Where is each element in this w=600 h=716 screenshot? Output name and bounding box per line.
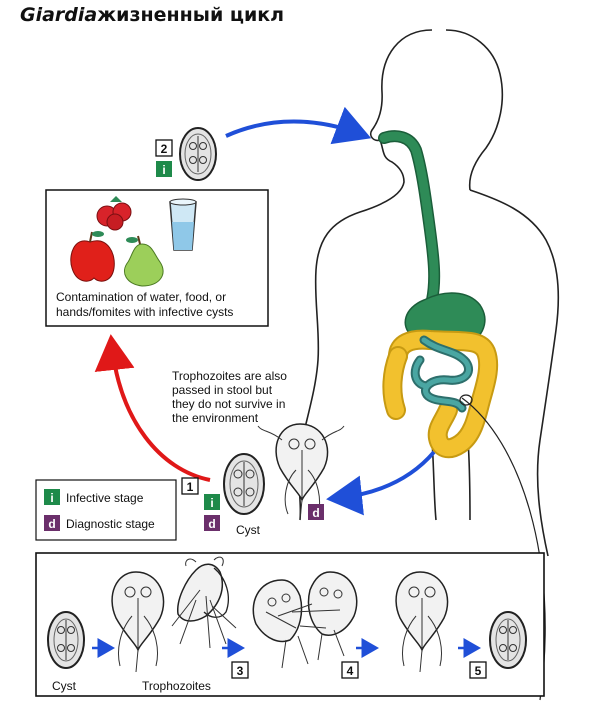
bottom-trophozoite-2 (395, 571, 449, 673)
contamination-text-line-2: hands/fomites with infective cysts (56, 305, 233, 319)
large-intestine (382, 329, 499, 459)
svg-text:d: d (208, 517, 215, 531)
contamination-arrow (94, 334, 211, 482)
step-2-badge: 2 (155, 139, 173, 157)
ingestion-arrow (225, 106, 372, 145)
diagnostic-badge-stool: d (204, 515, 220, 531)
cyst-stool (223, 453, 265, 515)
svg-text:2: 2 (161, 142, 168, 156)
water-glass-icon (169, 198, 197, 251)
step-3-badge: 3 (231, 661, 249, 679)
bottom-cyst-left (47, 611, 85, 669)
svg-text:4: 4 (347, 664, 354, 678)
cyst-ingested (179, 127, 217, 181)
trophozoite-note-line-4: the environment (172, 411, 259, 425)
trophozoite-stool (257, 423, 345, 521)
svg-text:i: i (210, 496, 213, 510)
trophozoite-note-line-2: passed in stool but (172, 383, 273, 397)
svg-text:i: i (50, 491, 53, 505)
apple-icon (70, 231, 115, 282)
bottom-cyst-label: Cyst (52, 679, 77, 693)
bottom-trophozoite-dividing (171, 556, 237, 649)
legend-infective-label: Infective stage (66, 491, 144, 505)
stool-cyst-label: Cyst (236, 523, 261, 537)
diagnostic-badge-trophozoite: d (308, 504, 324, 520)
step-5-badge: 5 (469, 661, 487, 679)
bottom-cyst-right (489, 611, 527, 669)
infective-badge-top: i (156, 161, 172, 177)
excretion-arrow (326, 450, 436, 516)
svg-text:5: 5 (475, 664, 482, 678)
title-genus: Giardia (20, 4, 98, 26)
bottom-trophozoite-1 (111, 571, 165, 673)
diagram-title: Giardiaжизненный цикл (20, 4, 284, 26)
trophozoite-note-line-3: they do not survive in (172, 397, 285, 411)
svg-text:3: 3 (237, 664, 244, 678)
step-4-badge: 4 (341, 661, 359, 679)
step-1-badge: 1 (181, 477, 199, 495)
legend-infective-swatch: i (44, 489, 60, 505)
contamination-text-line-1: Contamination of water, food, or (56, 290, 226, 304)
bottom-trophozoite-binary-fission (252, 571, 358, 669)
human-body-outline (297, 29, 560, 557)
raspberry-icon (96, 196, 132, 231)
svg-text:d: d (312, 506, 319, 520)
legend-diagnostic-swatch: d (44, 515, 60, 531)
zoom-circle (459, 394, 473, 406)
svg-text:d: d (48, 517, 55, 531)
bottom-trophozoites-label: Trophozoites (142, 679, 211, 693)
trophozoite-note-line-1: Trophozoites are also (172, 369, 287, 383)
svg-text:i: i (162, 163, 165, 177)
title-rest: жизненный цикл (97, 4, 285, 26)
legend-diagnostic-label: Diagnostic stage (66, 517, 155, 531)
infective-badge-stool: i (204, 494, 220, 510)
pear-icon (124, 235, 164, 287)
svg-text:1: 1 (187, 480, 194, 494)
